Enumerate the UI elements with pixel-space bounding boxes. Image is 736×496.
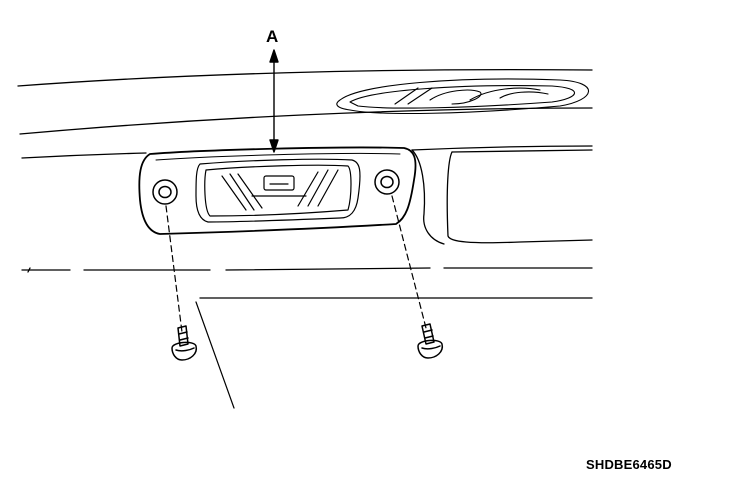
callout-label-a: A (266, 27, 279, 46)
side-trim-recess (411, 149, 593, 245)
screw-icon (171, 325, 198, 361)
mounting-hole-right (374, 169, 400, 195)
emblem (336, 78, 590, 115)
license-lamp-lens (195, 158, 361, 223)
callout-arrow (269, 49, 279, 153)
screw-icon (417, 323, 444, 359)
trunk-panel-lines (17, 68, 593, 299)
license-lamp-housing (138, 146, 417, 235)
leader-line (195, 301, 235, 409)
screw-alignment-lines (165, 195, 427, 333)
figure-code: SHDBE6465D (586, 457, 672, 472)
mounting-hole-left (152, 179, 178, 205)
